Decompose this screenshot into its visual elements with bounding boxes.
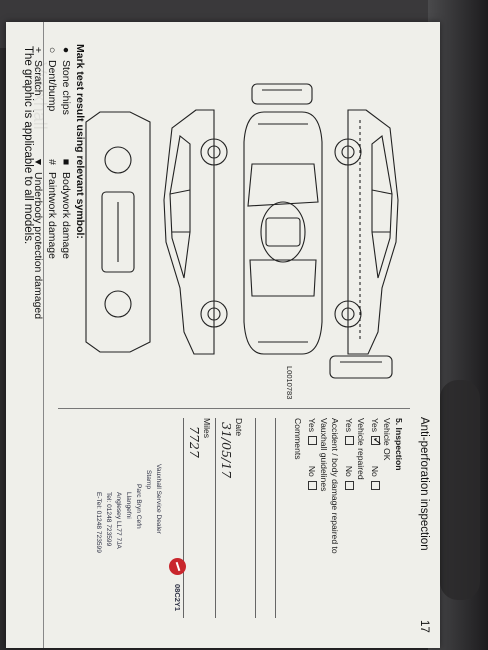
vehicle-ok-no-label: No bbox=[370, 465, 380, 477]
car-rear-view bbox=[329, 355, 393, 379]
vehicle-ok-yes-label: Yes bbox=[370, 418, 380, 433]
seat-detail bbox=[440, 380, 480, 600]
comments-line-1 bbox=[275, 418, 276, 618]
legend-item-paintwork: #Paintwork damage bbox=[46, 156, 58, 259]
comments-label: Comments bbox=[293, 418, 303, 460]
vehicle-repaired-row: Yes No bbox=[344, 418, 354, 492]
triangle-down-icon: ▼ bbox=[32, 156, 44, 168]
footer-divider bbox=[43, 22, 44, 648]
check-mark-icon: ✓ bbox=[370, 436, 384, 447]
legend-item-scratch: +Scratch bbox=[32, 44, 44, 96]
date-value: 31/05/17 bbox=[219, 422, 234, 479]
stamp-line-3: Parc Bryn Cefn bbox=[135, 484, 142, 529]
car-side-view-right bbox=[334, 109, 399, 355]
vehicle-repaired-no-label: No bbox=[344, 465, 354, 477]
vehicle-repaired-label: Vehicle repaired bbox=[356, 418, 366, 480]
filled-square-icon: ■ bbox=[60, 158, 72, 166]
page-number: 17 bbox=[418, 620, 430, 633]
service-book-page: Vauxhall Anti-perforation inspection 17 … bbox=[6, 22, 440, 648]
plus-icon: + bbox=[32, 46, 44, 54]
filled-circle-icon: ● bbox=[60, 46, 72, 54]
comments-line-2 bbox=[255, 418, 256, 618]
accident-no-label: No bbox=[307, 465, 317, 477]
vehicle-diagram bbox=[85, 83, 399, 379]
vehicle-ok-row: Yes ✓ No bbox=[370, 418, 384, 492]
diagram-code: L0010783 bbox=[285, 366, 294, 400]
vehicle-repaired-yes-checkbox[interactable] bbox=[345, 436, 354, 446]
hash-icon: # bbox=[46, 159, 58, 165]
open-circle-icon: ○ bbox=[46, 46, 58, 54]
accident-row: Yes No bbox=[307, 418, 317, 492]
stamp-code: 08C2Y1 bbox=[173, 584, 182, 612]
column-divider bbox=[58, 408, 410, 409]
vehicle-ok-no-checkbox[interactable] bbox=[371, 481, 380, 491]
accident-yes-label: Yes bbox=[307, 418, 317, 433]
legend-item-dent: ○Dent/bump bbox=[46, 44, 58, 112]
vehicle-repaired-yes-label: Yes bbox=[344, 418, 354, 433]
section-title: Anti-perforation inspection bbox=[418, 417, 430, 551]
page-content: Vauxhall Anti-perforation inspection 17 … bbox=[6, 22, 440, 648]
accident-label-line2: Vauxhall guidelines bbox=[319, 418, 329, 492]
stamp-line-4: Llangefni bbox=[125, 492, 132, 519]
legend-item-stone-chips: ●Stone chips bbox=[60, 44, 72, 115]
dealer-stamp: 08C2Y1 Vauxhall Service Dealer Stamp Par… bbox=[86, 462, 190, 638]
vauxhall-logo-icon bbox=[169, 558, 186, 575]
car-side-view-left bbox=[163, 109, 228, 355]
stamp-line-5: Anglesey LL77 7JA bbox=[115, 492, 122, 549]
stamp-line-7: E-Tel: 01248 723599 bbox=[95, 492, 102, 553]
accident-label-line1: Accident / body damage repaired to bbox=[330, 418, 340, 554]
car-underbody-view bbox=[85, 111, 151, 353]
date-label: Date bbox=[234, 418, 244, 437]
date-line bbox=[215, 418, 216, 618]
car-top-view bbox=[243, 111, 323, 355]
miles-value: 7727 bbox=[187, 426, 202, 458]
vehicle-repaired-no-checkbox[interactable] bbox=[345, 481, 354, 491]
accident-no-checkbox[interactable] bbox=[308, 481, 317, 491]
legend-title: Mark test result using relevant symbol: bbox=[74, 44, 86, 239]
accident-yes-checkbox[interactable] bbox=[308, 436, 317, 446]
stamp-line-2: Stamp bbox=[145, 470, 152, 490]
vehicle-ok-yes-checkbox[interactable]: ✓ bbox=[370, 436, 384, 446]
stamp-line-1: Vauxhall Service Dealer bbox=[155, 464, 162, 534]
miles-label: Miles bbox=[202, 418, 212, 439]
car-front-view bbox=[251, 83, 313, 105]
stamp-line-6: Tel: 01248 723599 bbox=[105, 492, 112, 547]
legend-item-bodywork: ■Bodywork damage bbox=[60, 156, 72, 259]
inspection-heading: 5. Inspection bbox=[394, 418, 404, 471]
legend-item-underbody: ▼Underbody protection damaged bbox=[32, 156, 44, 320]
